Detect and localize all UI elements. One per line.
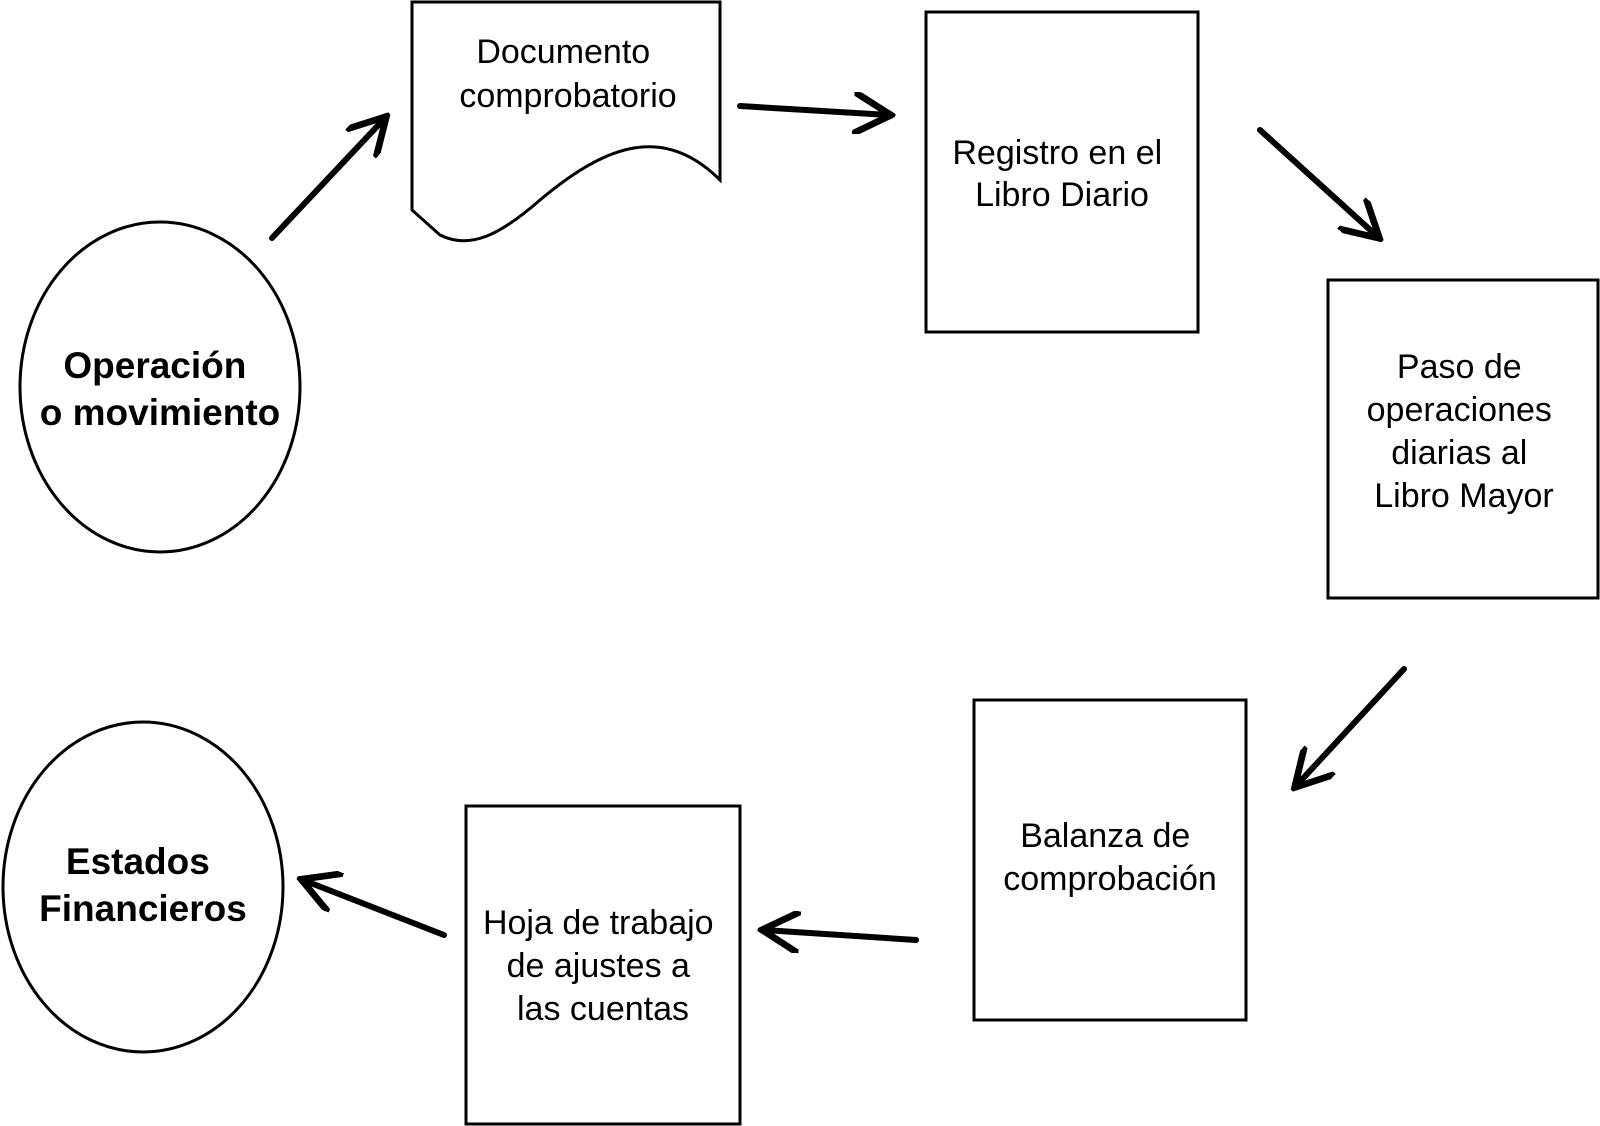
operacion-line-2: o movimiento	[40, 392, 281, 433]
balanza-box	[972, 698, 1248, 1022]
arrow-balanza-to-hoja	[764, 930, 919, 940]
registro-line-1: Registro en el	[952, 134, 1162, 172]
hoja-line-1: Hoja de trabajo	[483, 904, 714, 942]
registro-box	[924, 10, 1200, 334]
arrow-registro-to-paso	[1257, 127, 1378, 237]
node-estados: Estados Financieros	[1, 720, 285, 1054]
estados-line-2: Financieros	[39, 888, 247, 929]
paso-line-2: operaciones	[1367, 391, 1552, 429]
registro-line-2: Libro Diario	[975, 176, 1149, 214]
documento-shape	[410, 0, 722, 243]
arrow-hoja-to-estados	[303, 880, 447, 938]
paso-line-3: diarias al	[1391, 434, 1527, 472]
operacion-ellipse	[18, 220, 302, 554]
estados-line-1: Estados	[66, 841, 210, 882]
paso-label: Paso de operaciones diarias al Libro May…	[1367, 348, 1562, 515]
node-paso: Paso de operaciones diarias al Libro May…	[1326, 278, 1600, 600]
operacion-line-1: Operación	[63, 345, 246, 386]
operacion-label: Operación o movimiento	[40, 345, 281, 433]
node-operacion: Operación o movimiento	[18, 220, 302, 554]
paso-line-1: Paso de	[1397, 348, 1522, 386]
arrow-documento-to-registro	[737, 106, 889, 115]
documento-line-1: Documento	[476, 33, 650, 71]
hoja-label: Hoja de trabajo de ajustes a las cuentas	[483, 904, 723, 1028]
node-hoja: Hoja de trabajo de ajustes a las cuentas	[464, 804, 742, 1126]
documento-line-2: comprobatorio	[459, 77, 676, 115]
node-documento: Documento comprobatorio	[410, 0, 722, 243]
node-registro: Registro en el Libro Diario	[924, 10, 1200, 334]
balanza-line-1: Balanza de	[1020, 817, 1190, 855]
arrow-operacion-to-documento	[269, 118, 385, 241]
estados-ellipse	[1, 720, 285, 1054]
arrow-paso-to-balanza	[1296, 666, 1407, 786]
paso-line-4: Libro Mayor	[1374, 477, 1554, 515]
hoja-line-3: las cuentas	[517, 990, 689, 1028]
node-balanza: Balanza de comprobación	[972, 698, 1248, 1022]
paso-box	[1326, 278, 1600, 600]
estados-label: Estados Financieros	[39, 841, 247, 929]
documento-label: Documento comprobatorio	[459, 33, 676, 115]
balanza-line-2: comprobación	[1003, 860, 1217, 898]
hoja-box	[464, 804, 742, 1126]
balanza-label: Balanza de comprobación	[1003, 817, 1217, 898]
hoja-line-2: de ajustes a	[507, 947, 690, 985]
registro-label: Registro en el Libro Diario	[952, 134, 1171, 214]
